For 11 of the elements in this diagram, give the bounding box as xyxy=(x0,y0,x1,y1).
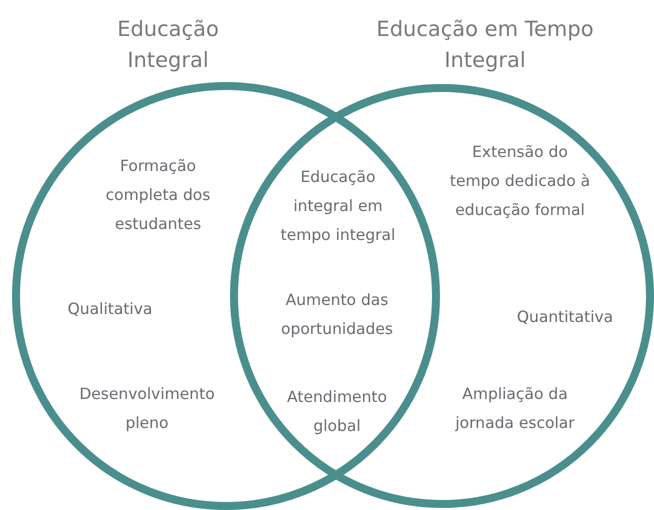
circle-heading: Educação Integral xyxy=(116,16,220,74)
circle-item-text: Ampliação da jornada escolar xyxy=(454,384,576,434)
circle-heading: Educação em Tempo Integral xyxy=(375,16,595,74)
circle-item-text: Quantitativa xyxy=(516,307,614,328)
circle-item-text: Qualitativa xyxy=(66,299,154,320)
circle-item-text: Extensão do tempo dedicado à educação formal xyxy=(448,142,592,221)
overlap-item-text: Educação integral em tempo integral xyxy=(280,167,396,246)
circle-item-text: Formação completa dos estudantes xyxy=(104,156,212,235)
overlap-item-text: Aumento das oportunidades xyxy=(280,290,394,340)
overlap-item-text: Atendimento global xyxy=(286,387,388,437)
circle-item-text: Desenvolvimento pleno xyxy=(78,384,216,434)
